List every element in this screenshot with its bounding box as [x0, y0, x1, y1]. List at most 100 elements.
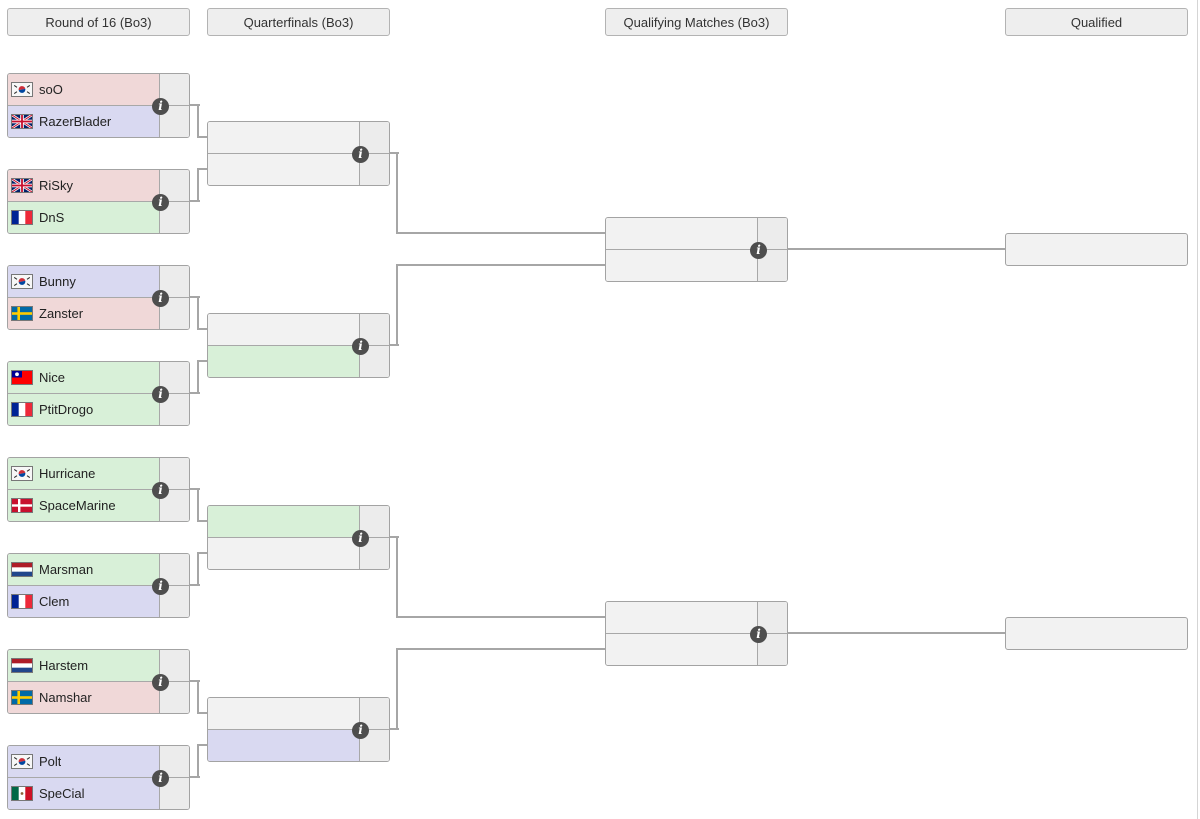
player-name: Clem: [39, 594, 70, 609]
player-slot[interactable]: Marsman: [8, 554, 189, 585]
connector-line: [197, 552, 208, 554]
connector-line: [197, 744, 208, 746]
info-icon[interactable]: i: [152, 482, 169, 499]
connector-line: [197, 488, 199, 522]
connector-line: [190, 104, 200, 106]
flag-icon-france: [11, 594, 33, 609]
connector-line: [197, 104, 199, 138]
score-cell: [159, 458, 189, 489]
connector-line: [390, 728, 399, 730]
player-name: Bunny: [39, 274, 76, 289]
flag-icon-united-kingdom: [11, 114, 33, 129]
connector-line: [197, 744, 199, 778]
player-name: Polt: [39, 754, 62, 769]
match-quarterfinal-2: i: [207, 313, 390, 378]
match-ro16-4: Nice PtitDrogo i: [7, 361, 190, 426]
page-edge-divider: [1197, 0, 1198, 819]
flag-icon-denmark: [11, 498, 33, 513]
column-header-qualified: Qualified: [1005, 8, 1188, 36]
flag-icon-south-korea: [11, 274, 33, 289]
info-icon[interactable]: i: [152, 194, 169, 211]
connector-line: [396, 264, 398, 346]
player-name: Namshar: [39, 690, 92, 705]
info-icon[interactable]: i: [750, 242, 767, 259]
flag-icon-netherlands: [11, 658, 33, 673]
match-ro16-5: Hurricane SpaceMarine i: [7, 457, 190, 522]
connector-line: [788, 632, 902, 634]
connector-line: [197, 680, 199, 714]
connector-line: [190, 392, 200, 394]
player-slot-tbd: [208, 729, 389, 761]
player-name: RazerBlader: [39, 114, 112, 129]
connector-line: [190, 488, 200, 490]
player-name: Harstem: [39, 658, 89, 673]
match-ro16-2: RiSky DnS i: [7, 169, 190, 234]
player-slot[interactable]: Clem: [8, 585, 189, 617]
match-quarterfinal-4: i: [207, 697, 390, 762]
connector-line: [396, 616, 606, 618]
player-name: SpeCial: [39, 786, 85, 801]
info-icon[interactable]: i: [152, 290, 169, 307]
connector-line: [197, 552, 199, 586]
match-ro16-1: soO RazerBlader i: [7, 73, 190, 138]
match-ro16-3: Bunny Zanster i: [7, 265, 190, 330]
connector-line: [390, 152, 399, 154]
info-icon[interactable]: i: [352, 338, 369, 355]
connector-line: [899, 248, 1006, 250]
connector-line: [396, 648, 398, 730]
flag-icon-taiwan: [11, 370, 33, 385]
player-name: DnS: [39, 210, 65, 225]
score-cell: [159, 394, 189, 425]
player-slot[interactable]: Bunny: [8, 266, 189, 297]
flag-icon-sweden: [11, 306, 33, 321]
flag-icon-south-korea: [11, 82, 33, 97]
player-name: Marsman: [39, 562, 94, 577]
player-name: SpaceMarine: [39, 498, 116, 513]
info-icon[interactable]: i: [152, 386, 169, 403]
flag-icon-netherlands: [11, 562, 33, 577]
info-icon[interactable]: i: [152, 578, 169, 595]
match-qualifying-1: i: [605, 217, 788, 282]
connector-line: [899, 632, 1006, 634]
column-header-quarterfinals: Quarterfinals (Bo3): [207, 8, 390, 36]
info-icon[interactable]: i: [352, 146, 369, 163]
connector-line: [396, 232, 606, 234]
connector-line: [396, 536, 398, 618]
match-quarterfinal-1: i: [207, 121, 390, 186]
flag-icon-united-kingdom: [11, 178, 33, 193]
info-icon[interactable]: i: [152, 770, 169, 787]
connector-line: [197, 328, 208, 330]
info-icon[interactable]: i: [750, 626, 767, 643]
flag-icon-sweden: [11, 690, 33, 705]
info-icon[interactable]: i: [352, 722, 369, 739]
connector-line: [197, 168, 208, 170]
info-icon[interactable]: i: [152, 674, 169, 691]
connector-line: [190, 680, 200, 682]
match-qualifying-2: i: [605, 601, 788, 666]
match-ro16-6: Marsman Clem i: [7, 553, 190, 618]
player-name: soO: [39, 82, 63, 97]
flag-icon-france: [11, 402, 33, 417]
connector-line: [197, 360, 208, 362]
flag-icon-mexico: [11, 786, 33, 801]
player-slot-tbd: [208, 153, 389, 185]
connector-line: [390, 344, 399, 346]
info-icon[interactable]: i: [352, 530, 369, 547]
connector-line: [197, 168, 199, 202]
column-header-qualifying-matches: Qualifying Matches (Bo3): [605, 8, 788, 36]
connector-line: [197, 136, 208, 138]
connector-line: [788, 248, 902, 250]
connector-line: [190, 776, 200, 778]
connector-line: [197, 712, 208, 714]
player-slot[interactable]: Hurricane: [8, 458, 189, 489]
column-header-round-of-16: Round of 16 (Bo3): [7, 8, 190, 36]
flag-icon-south-korea: [11, 466, 33, 481]
connector-line: [197, 520, 208, 522]
flag-icon-france: [11, 210, 33, 225]
connector-line: [396, 648, 606, 650]
player-name: Nice: [39, 370, 66, 385]
qualified-slot-2: [1005, 617, 1188, 650]
info-icon[interactable]: i: [152, 98, 169, 115]
match-quarterfinal-3: i: [207, 505, 390, 570]
